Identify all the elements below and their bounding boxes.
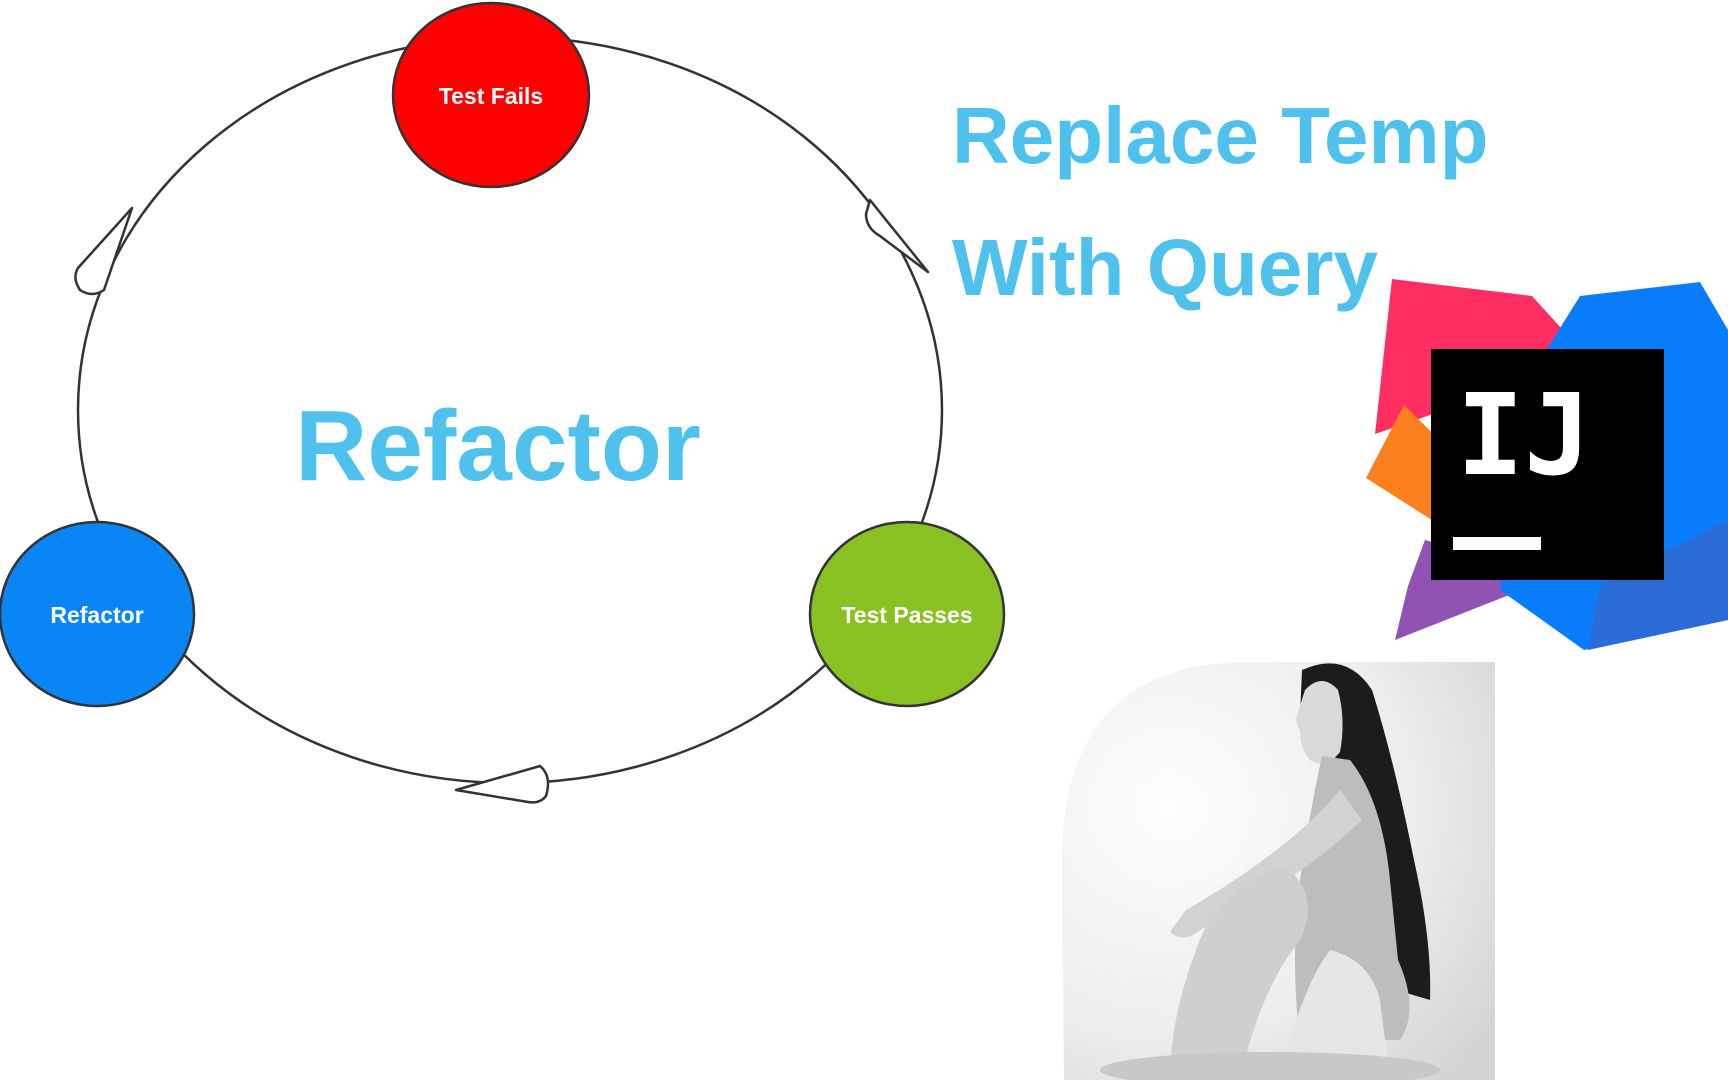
slide-title: Replace Temp With Query <box>952 70 1652 334</box>
diagram-center-label: Refactor <box>295 390 701 502</box>
presenter-photo <box>1062 662 1495 1080</box>
node-test-passes-label: Test Passes <box>841 602 972 628</box>
node-test-passes: Test Passes <box>808 520 1006 708</box>
title-line-1: Replace Temp <box>952 91 1489 180</box>
node-refactor-label: Refactor <box>50 602 143 628</box>
arrow-head-left <box>74 206 134 296</box>
node-refactor: Refactor <box>0 520 196 708</box>
intellij-idea-logo: IJ <box>1366 279 1728 650</box>
title-line-2: With Query <box>952 223 1378 312</box>
arrow-head-right <box>864 198 930 274</box>
arrow-head-bottom <box>454 764 550 804</box>
node-test-fails: Test Fails <box>391 1 591 189</box>
node-test-fails-label: Test Fails <box>439 83 543 109</box>
logo-underscore <box>1453 537 1541 550</box>
logo-text: IJ <box>1457 371 1592 501</box>
